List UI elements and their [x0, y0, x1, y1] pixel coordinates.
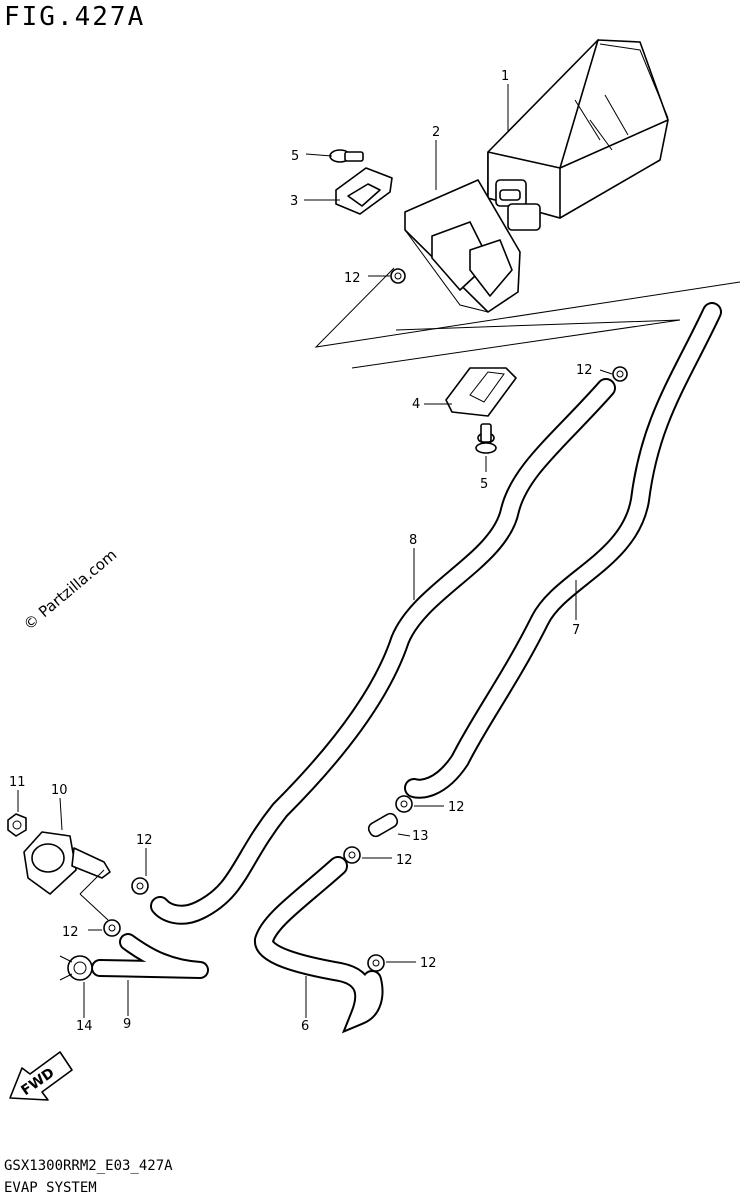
- callout-1: 1: [501, 69, 509, 84]
- callout-10: 10: [51, 783, 68, 798]
- canister-part-1[interactable]: [487, 39, 669, 231]
- callout-11: 11: [9, 775, 26, 790]
- valve-part-10[interactable]: [23, 831, 111, 895]
- spring-clamp-part-14[interactable]: [59, 955, 93, 981]
- callout-14: 14: [76, 1019, 93, 1034]
- clamp-part-12-e[interactable]: [103, 919, 121, 937]
- callout-5-top: 5: [291, 149, 299, 164]
- clamp-part-12-a[interactable]: [395, 795, 413, 813]
- callout-12-a: 12: [448, 800, 465, 815]
- bolt-part-5-top[interactable]: [329, 149, 364, 163]
- hose-part-6[interactable]: [254, 856, 384, 1034]
- hose-part-9[interactable]: [91, 933, 209, 979]
- callout-8: 8: [409, 533, 417, 548]
- callout-12-e: 12: [62, 925, 79, 940]
- clamp-part-12-hose-top[interactable]: [612, 366, 628, 382]
- callout-3: 3: [290, 194, 298, 209]
- callout-12-hose-top: 12: [576, 363, 593, 378]
- hose-part-7[interactable]: [404, 302, 722, 799]
- callout-4: 4: [412, 397, 420, 412]
- callout-12-c: 12: [420, 956, 437, 971]
- figure-title: FIG.427A: [4, 2, 146, 32]
- clamp-part-12-upper[interactable]: [390, 268, 406, 284]
- callout-2: 2: [432, 125, 440, 140]
- clamp-part-12-d[interactable]: [131, 877, 149, 895]
- separator-line-lower: [351, 319, 681, 369]
- callout-7: 7: [572, 623, 580, 638]
- bracket-part-4[interactable]: [445, 367, 517, 417]
- nut-part-11[interactable]: [7, 813, 27, 837]
- hose-part-8[interactable]: [150, 378, 616, 925]
- callout-12-b: 12: [396, 853, 413, 868]
- fwd-arrow-icon: FWD: [9, 1051, 73, 1101]
- callout-5-mid: 5: [480, 477, 488, 492]
- callout-12-upper: 12: [344, 271, 361, 286]
- bracket-part-2[interactable]: [404, 179, 521, 313]
- joint-part-13[interactable]: [367, 811, 400, 838]
- bracket-part-3[interactable]: [335, 167, 393, 215]
- callout-9: 9: [123, 1017, 131, 1032]
- callout-12-d: 12: [136, 833, 153, 848]
- callout-6: 6: [301, 1019, 309, 1034]
- footer-code: GSX1300RRM2_E03_427A: [4, 1158, 173, 1174]
- separator-line-upper: [314, 267, 741, 348]
- bolt-part-5-mid[interactable]: [475, 423, 497, 454]
- clamp-part-12-c[interactable]: [367, 954, 385, 972]
- callout-13: 13: [412, 829, 429, 844]
- leader-lines: [17, 84, 613, 1018]
- clamp-part-12-b[interactable]: [343, 846, 361, 864]
- footer-system: EVAP SYSTEM: [4, 1180, 97, 1196]
